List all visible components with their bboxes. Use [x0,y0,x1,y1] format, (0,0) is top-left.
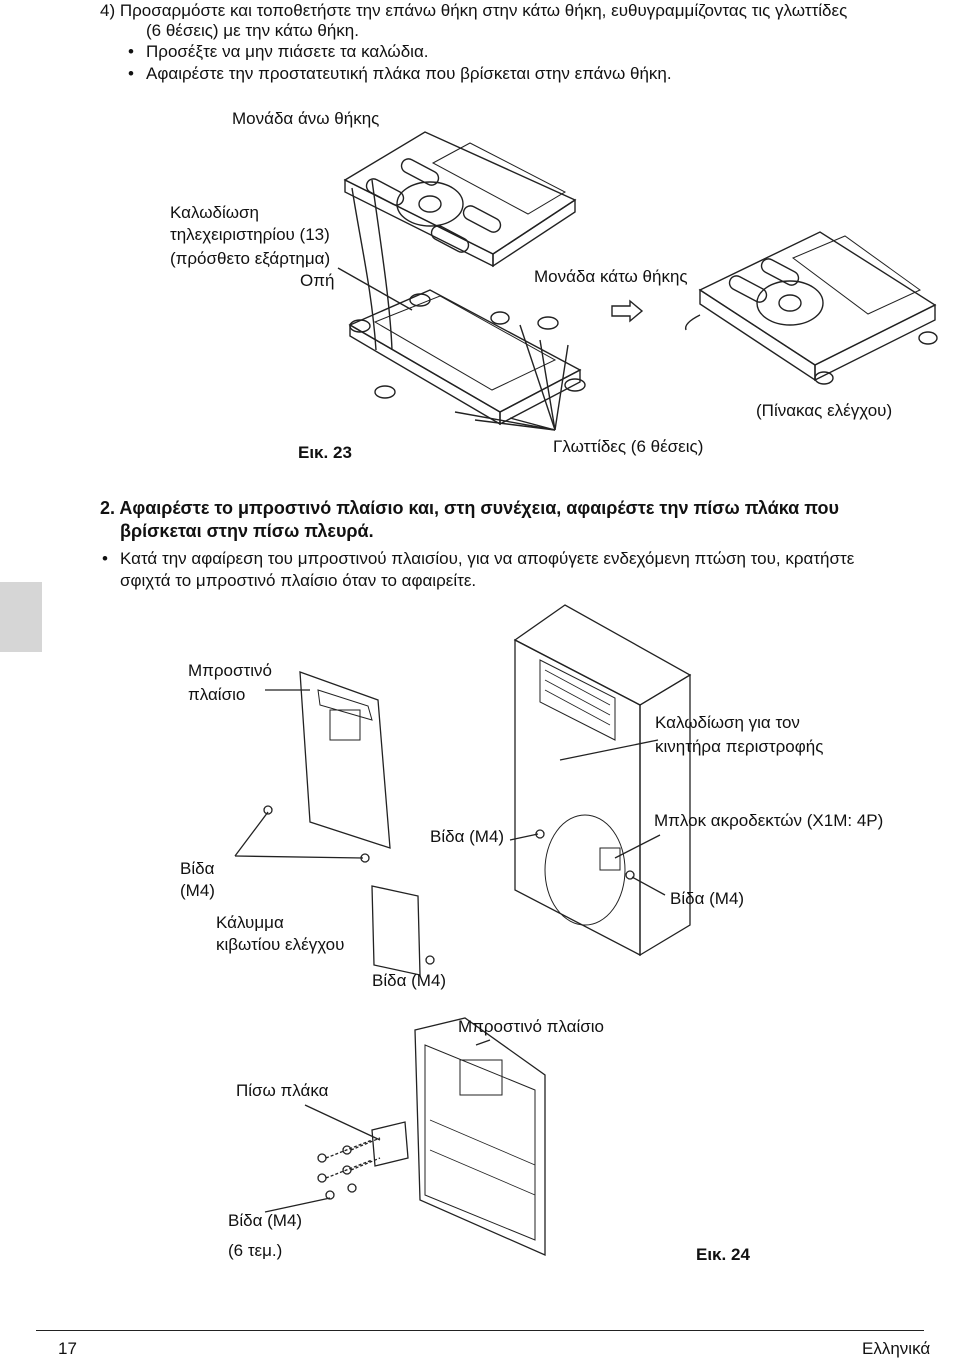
figure-24-caption: Εικ. 24 [696,1245,750,1264]
unit-body-drawing [513,604,692,957]
step4-line2: (6 θέσεις) με την κάτω θήκη. [146,21,359,40]
label-motor-wiring-l2: κινητήρα περιστροφής [655,737,824,756]
lower-case-unit [348,289,586,426]
section-tab [0,582,42,652]
label-lower-unit: Μονάδα κάτω θήκης [534,267,688,286]
step2-heading-l1: 2. Αφαιρέστε το μπροστινό πλαίσιο και, σ… [100,498,839,518]
label-wiring-l3: (πρόσθετο εξάρτημα) [170,249,331,268]
label-front-panel-2: Μπροστινό πλαίσιο [458,1017,604,1036]
upper-case-unit [343,131,577,268]
screw-icon [625,870,635,880]
footer-rule [36,1330,924,1331]
label-screw-left-l2: (M4) [180,881,215,900]
step4-line1: 4) Προσαρμόστε και τοποθετήστε την επάνω… [100,1,848,20]
step2-bullet-l1: Κατά την αφαίρεση του μπροστινού πλαισίο… [120,549,855,568]
label-wiring-l2: τηλεχειριστηρίου (13) [170,225,330,244]
page-number: 17 [58,1339,77,1358]
step4-bullet2: Αφαιρέστε την προστατευτική πλάκα που βρ… [146,64,672,83]
label-screw-6-l2: (6 τεμ.) [228,1241,283,1260]
screw-icon [425,955,435,965]
label-motor-wiring-l1: Καλωδίωση για τον [655,713,800,732]
step2-heading-l2: βρίσκεται στην πίσω πλευρά. [120,521,374,541]
label-wiring-l1: Καλωδίωση [170,203,259,222]
footer-language: Ελληνικά [862,1339,931,1358]
label-ctrl-box-cover-l2: κιβωτίου ελέγχου [216,935,345,954]
label-front-panel-l1: Μπροστινό [188,661,272,680]
label-screw-mid: Βίδα (M4) [430,827,505,846]
step4-bullet1: Προσέξτε να μην πιάσετε τα καλώδια. [146,42,429,61]
bullet-icon: • [128,64,134,83]
back-plate-drawing [371,1121,409,1167]
step2-bullet-l2: σφιχτά το μπροστινό πλαίσιο όταν το αφαι… [120,571,477,590]
six-screws-drawing [264,1137,381,1213]
label-control-panel: (Πίνακας ελέγχου) [756,401,893,420]
figure-23-caption: Εικ. 23 [298,443,352,462]
label-hole: Οπή [300,271,335,290]
label-tabs: Γλωττίδες (6 θέσεις) [553,437,704,456]
label-terminal-block: Μπλοκ ακροδεκτών (X1M: 4P) [654,811,884,830]
label-front-panel-l2: πλαίσιο [188,685,246,704]
label-ctrl-box-cover-l1: Κάλυμμα [216,913,284,932]
label-screw-6-l1: Βίδα (M4) [228,1211,303,1230]
label-screw-right: Βίδα (M4) [670,889,745,908]
bullet-icon: • [102,549,108,568]
assembled-unit [684,231,938,385]
label-back-plate: Πίσω πλάκα [236,1081,329,1100]
front-panel-back-drawing [304,1017,546,1256]
front-panel-drawing [299,671,391,849]
label-screw-bottom: Βίδα (M4) [372,971,447,990]
control-box-cover-drawing [371,885,421,976]
label-upper-unit: Μονάδα άνω θήκης [232,109,380,128]
screw-icon [263,805,273,815]
bullet-icon: • [128,42,134,61]
label-screw-left-l1: Βίδα [180,859,215,878]
